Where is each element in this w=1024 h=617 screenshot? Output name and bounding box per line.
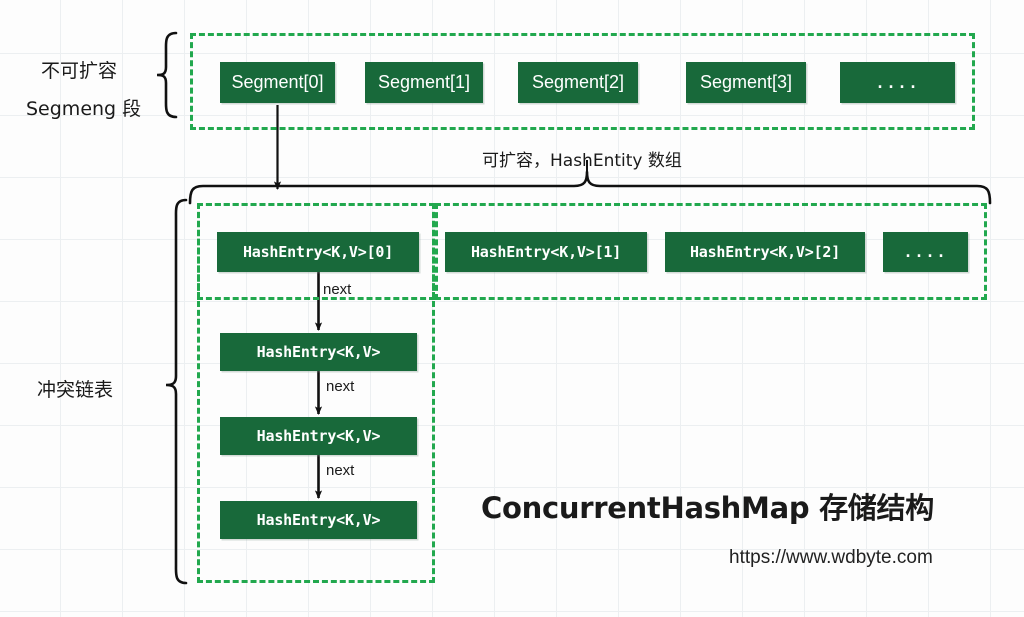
entry-array-group-label: 可扩容，HashEntity 数组 (482, 151, 682, 171)
segment-cell-ellipsis: .... (840, 62, 955, 103)
segment-cell-0[interactable]: Segment[0] (220, 62, 335, 103)
segment-group-label-line1: 不可扩容 (41, 60, 118, 82)
chain-node-0[interactable]: HashEntry<K,V> (220, 333, 417, 371)
entry-array-brace (188, 170, 992, 205)
chain-link-label-1: next (326, 378, 355, 395)
entry-array-rest-dashed-box (435, 203, 987, 300)
chain-node-1[interactable]: HashEntry<K,V> (220, 417, 417, 455)
segment-group-label-line2: Segmeng 段 (26, 98, 142, 120)
segment-group-brace (156, 31, 178, 119)
segment-cell-1[interactable]: Segment[1] (365, 62, 483, 103)
segment-cell-3[interactable]: Segment[3] (686, 62, 806, 103)
source-url: https://www.wdbyte.com (729, 547, 933, 568)
collision-chain-group-label: 冲突链表 (37, 379, 114, 401)
chain-link-label-0: next (323, 281, 352, 298)
chain-group-brace (165, 198, 188, 585)
chain-link-label-2: next (326, 462, 355, 479)
segment-cell-2[interactable]: Segment[2] (518, 62, 638, 103)
diagram-title: ConcurrentHashMap 存储结构 (481, 491, 934, 525)
entry-array-cell-2[interactable]: HashEntry<K,V>[2] (665, 232, 865, 272)
entry-array-cell-ellipsis: .... (883, 232, 968, 272)
entry-array-cell-1[interactable]: HashEntry<K,V>[1] (445, 232, 647, 272)
segment-group-dashed-box (190, 33, 975, 130)
entry-array-cell-0[interactable]: HashEntry<K,V>[0] (217, 232, 419, 272)
chain-node-2[interactable]: HashEntry<K,V> (220, 501, 417, 539)
collision-chain-dashed-box (197, 203, 435, 583)
